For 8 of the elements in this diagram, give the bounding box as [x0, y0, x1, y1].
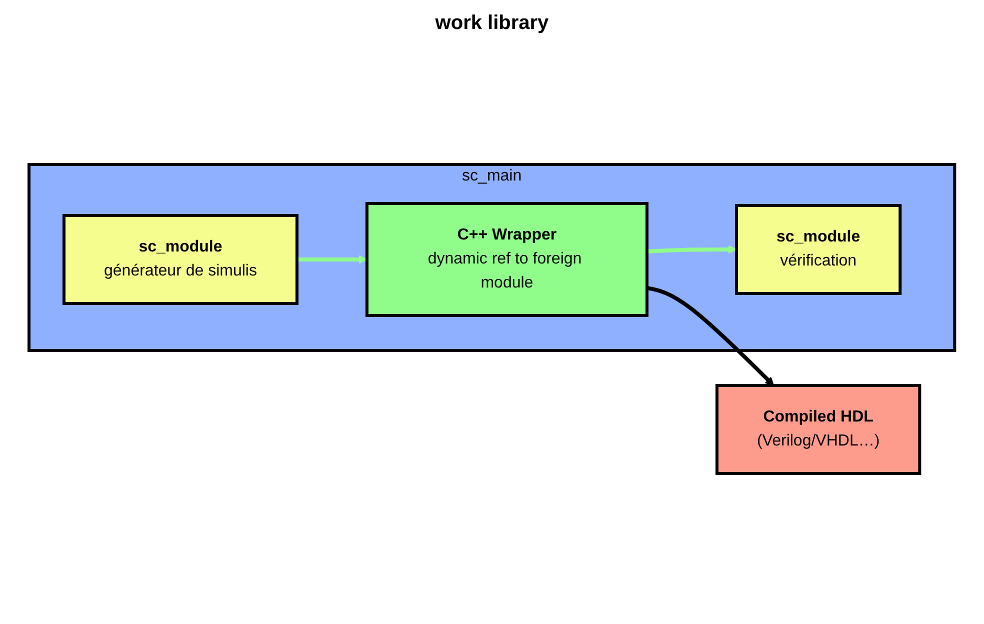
arrow [297, 255, 368, 264]
arrow [647, 245, 738, 254]
node-box: Compiled HDL (Verilog/VHDL…) [716, 384, 922, 475]
node-box: sc_module vérification [735, 204, 902, 295]
arrow [646, 286, 774, 386]
node-box: sc_module générateur de simulis [62, 214, 299, 305]
node-box: C++ Wrapper dynamic ref to foreign module [366, 202, 649, 317]
library-label: work library [435, 12, 549, 35]
